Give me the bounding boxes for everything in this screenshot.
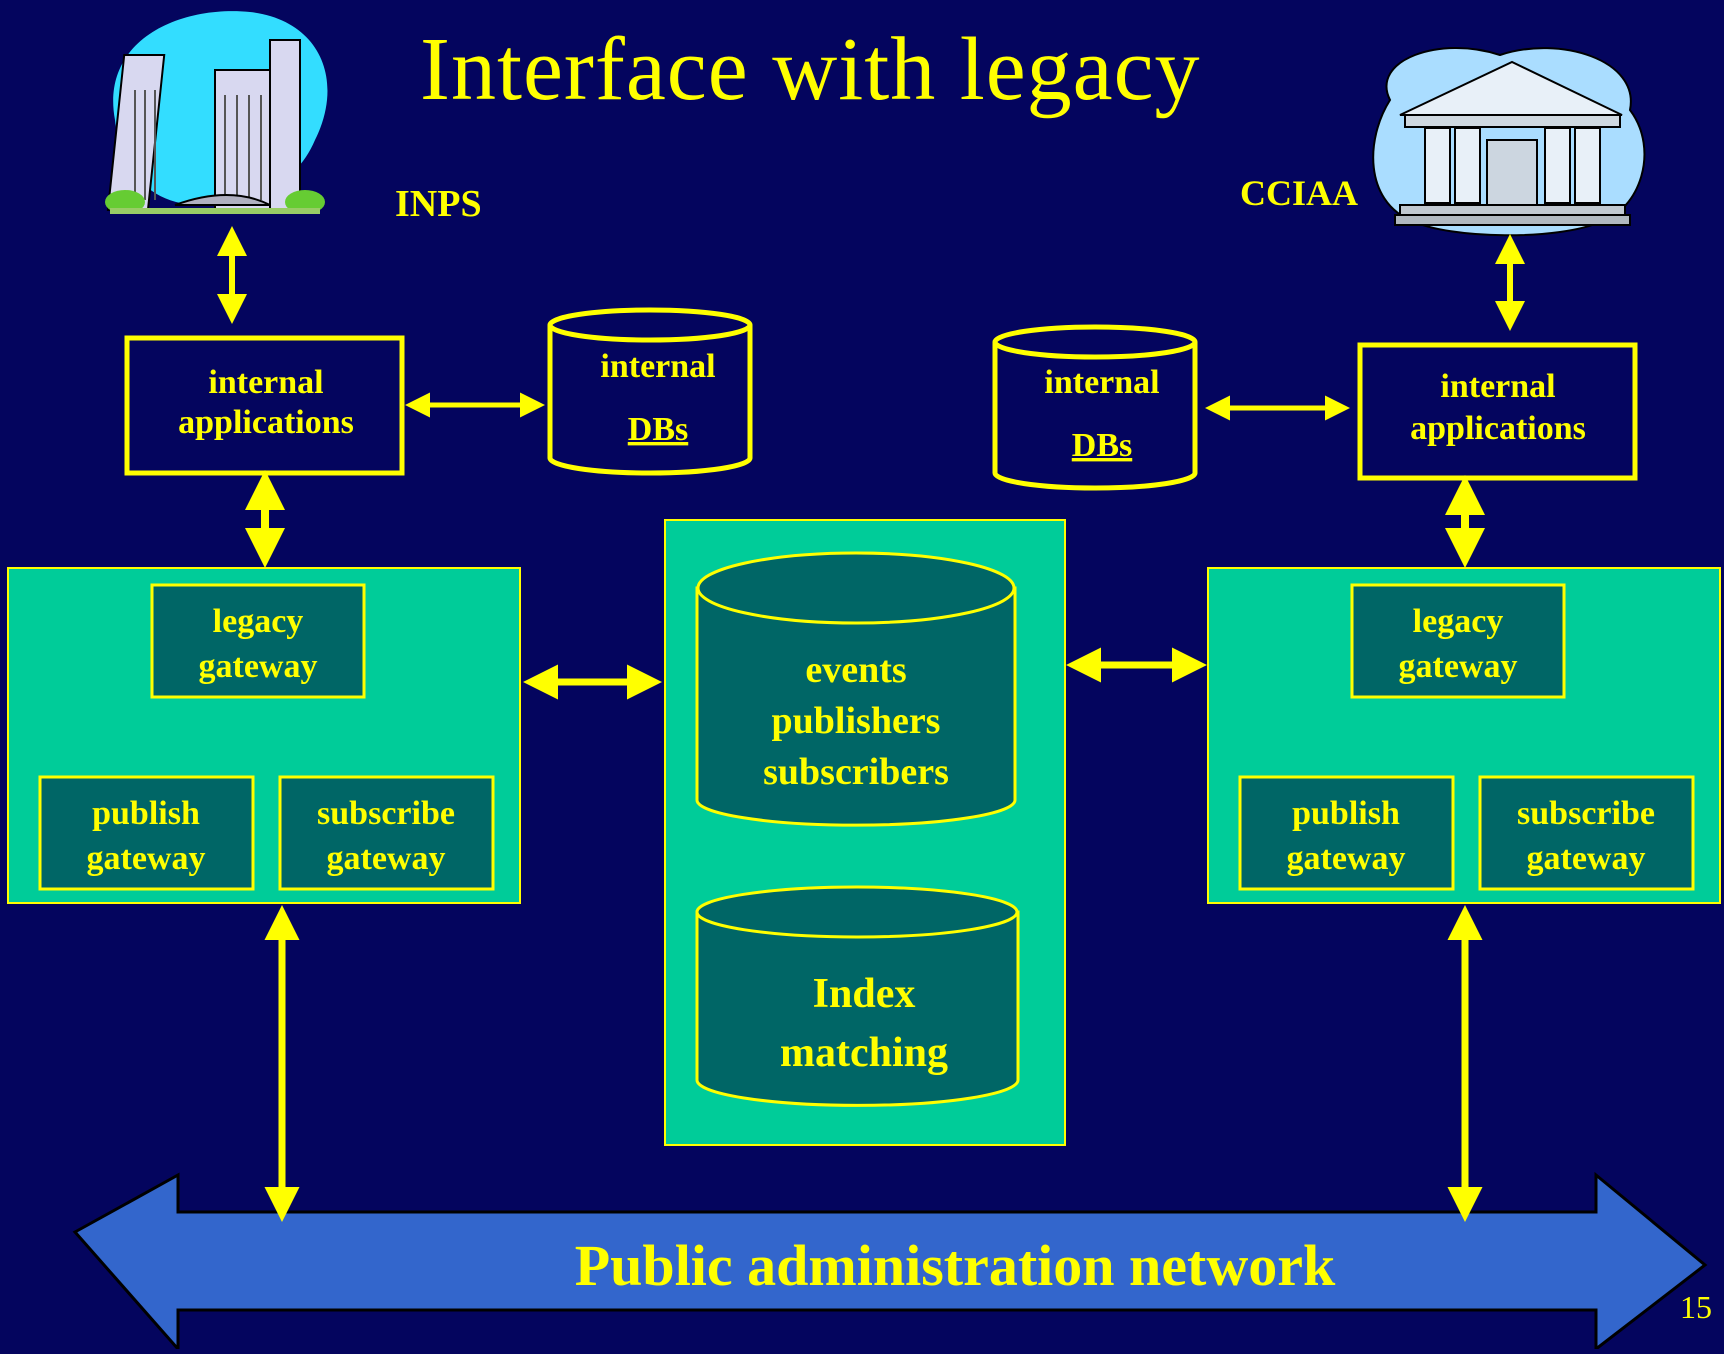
right-apps-box [1357,342,1638,481]
events-line2: publishers [772,700,941,742]
right-subscribe-gateway [1478,775,1695,891]
right-apps-line1: internal [1440,368,1555,405]
left-subscribe-line2: gateway [327,840,446,877]
network-arrow [72,1171,1708,1353]
courthouse-icon [1372,47,1646,237]
index-line2: matching [780,1030,948,1076]
right-publish-gateway [1238,775,1455,891]
right-legacy-gateway [1350,583,1566,699]
right-apps-line2: applications [1410,410,1586,447]
org-label-cciaa: CCIAA [1240,173,1358,213]
office-building-icon [105,11,328,214]
left-dbs-line1: internal [600,348,715,385]
left-subscribe-gateway [278,775,495,891]
left-publish-gateway [38,775,255,891]
left-publish-line2: gateway [87,840,206,877]
left-publish-line1: publish [92,795,200,832]
right-legacy-line2: gateway [1399,648,1518,685]
right-publish-line2: gateway [1287,840,1406,877]
right-dbs-line2: DBs [1072,427,1132,464]
events-db-cylinder [695,551,1017,827]
right-subscribe-line2: gateway [1527,840,1646,877]
left-legacy-line1: legacy [213,603,304,640]
page-number: 15 [1680,1289,1712,1325]
left-apps-line1: internal [208,364,323,401]
right-subscribe-line1: subscribe [1517,795,1655,832]
right-dbs-line1: internal [1044,364,1159,401]
index-db-cylinder [695,885,1020,1107]
events-line3: subscribers [763,751,949,793]
network-label: Public administration network [575,1233,1336,1298]
left-apps-line2: applications [178,404,354,441]
left-dbs-line2: DBs [628,411,688,448]
events-line1: events [805,649,906,691]
left-dbs-cylinder [547,307,753,476]
index-line1: Index [813,971,916,1017]
org-label-inps: INPS [395,183,482,225]
right-dbs-cylinder [992,324,1198,491]
right-publish-line1: publish [1292,795,1400,832]
left-legacy-line2: gateway [199,648,318,685]
slide-title: Interface with legacy [420,20,1201,119]
right-legacy-line1: legacy [1413,603,1504,640]
left-legacy-gateway [150,583,366,699]
left-subscribe-line1: subscribe [317,795,455,832]
